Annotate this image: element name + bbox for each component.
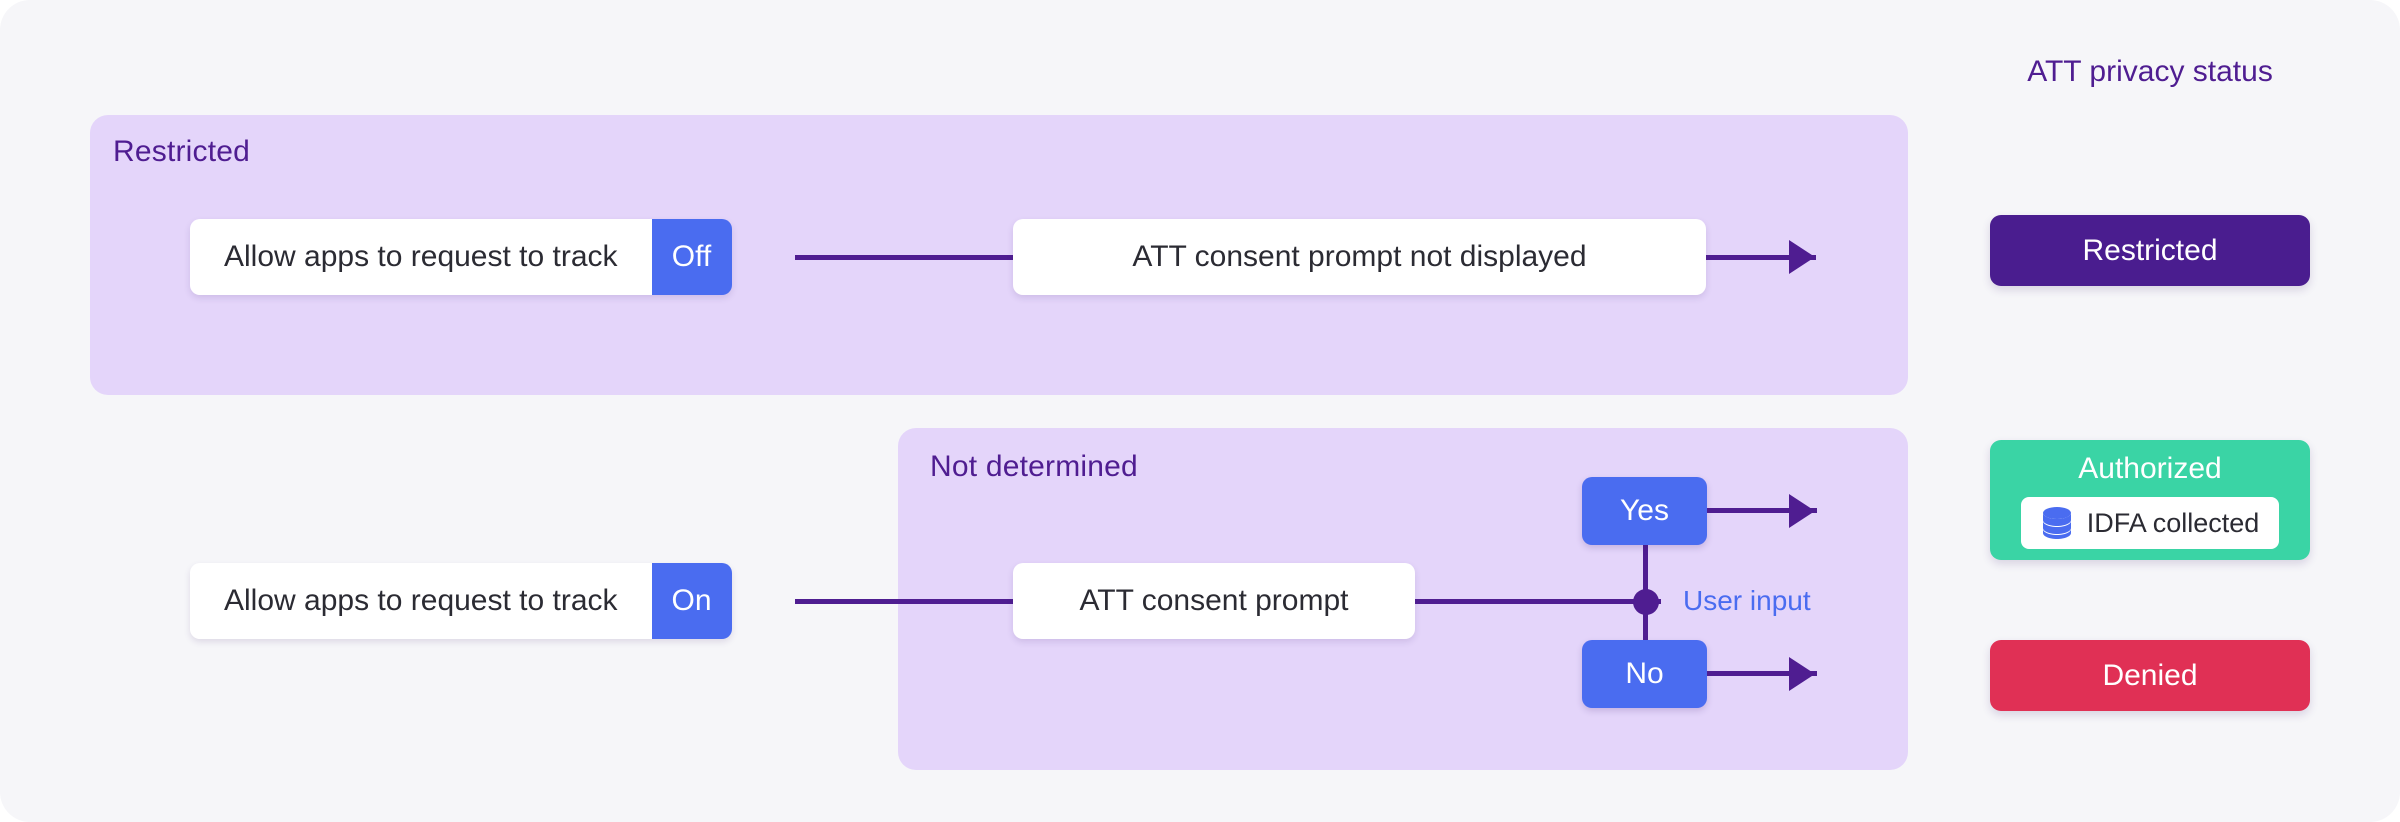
not-determined-tracking-toggle[interactable]: Allow apps to request to track On — [190, 563, 732, 639]
connector-no-to-arrow — [1707, 671, 1817, 676]
idfa-collected-chip[interactable]: IDFA collected — [2020, 497, 2280, 549]
not-determined-toggle-state-on[interactable]: On — [651, 563, 732, 639]
restricted-toggle-label: Allow apps to request to track — [190, 219, 652, 295]
connector-restricted-toggle-to-node — [795, 255, 1020, 260]
arrowhead-restricted — [1789, 240, 1815, 274]
connector-toggle-to-prompt — [795, 599, 1013, 604]
connector-junction-to-yes — [1643, 538, 1648, 598]
connector-prompt-to-junction — [1415, 599, 1661, 604]
arrowhead-yes — [1789, 494, 1815, 528]
choice-no-box[interactable]: No — [1582, 640, 1707, 708]
not-determined-toggle-label: Allow apps to request to track — [190, 563, 652, 639]
choice-yes-box[interactable]: Yes — [1582, 477, 1707, 545]
status-badge-authorized-label: Authorized — [2078, 452, 2222, 485]
att-consent-prompt-node: ATT consent prompt — [1013, 563, 1415, 639]
status-badge-denied[interactable]: Denied — [1990, 640, 2310, 711]
restricted-outcome-node: ATT consent prompt not displayed — [1013, 219, 1706, 295]
connector-yes-to-arrow — [1707, 508, 1817, 513]
status-badge-denied-label: Denied — [2102, 658, 2198, 692]
connector-restricted-node-to-arrow — [1706, 255, 1816, 260]
user-input-edge-label: User input — [1683, 585, 1811, 616]
restricted-group-title: Restricted — [113, 135, 251, 168]
idfa-collected-chip-label: IDFA collected — [2086, 507, 2260, 538]
restricted-toggle-state-off[interactable]: Off — [651, 219, 732, 295]
status-column-title: ATT privacy status — [2027, 55, 2273, 88]
status-badge-restricted-label: Restricted — [2082, 233, 2218, 267]
database-icon — [2042, 507, 2071, 539]
connector-junction-to-no — [1643, 600, 1648, 663]
status-badge-restricted[interactable]: Restricted — [1990, 215, 2310, 286]
status-badge-authorized[interactable]: Authorized IDFA collected — [1990, 440, 2310, 560]
arrowhead-no — [1789, 657, 1815, 691]
not-determined-group-title: Not determined — [930, 450, 1138, 483]
restricted-tracking-toggle[interactable]: Allow apps to request to track Off — [190, 219, 732, 295]
